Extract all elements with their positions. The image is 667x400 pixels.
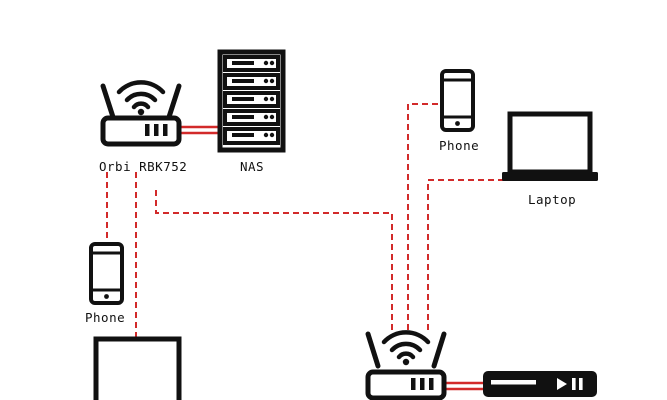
phone-top-label: Phone [439, 138, 480, 153]
phone-icon [440, 69, 475, 132]
wired-links [180, 125, 484, 391]
wireless-links [106, 103, 504, 338]
laptop-icon [502, 111, 598, 181]
server-icon [217, 49, 286, 153]
laptop-icon [93, 336, 182, 400]
link-satellite-to-top-phone [407, 103, 440, 330]
link-satellite-to-right-laptop [427, 179, 504, 330]
router-icon [365, 330, 447, 400]
phone-icon [89, 242, 124, 305]
media-player-icon [483, 371, 597, 397]
nas-label: NAS [240, 159, 265, 174]
laptop-right-label: Laptop [528, 192, 577, 207]
router-icon [100, 80, 182, 147]
link-router-to-satellite [155, 190, 393, 330]
router-main-label: Orbi RBK752 [99, 159, 188, 174]
phone-left-label: Phone [85, 310, 126, 325]
